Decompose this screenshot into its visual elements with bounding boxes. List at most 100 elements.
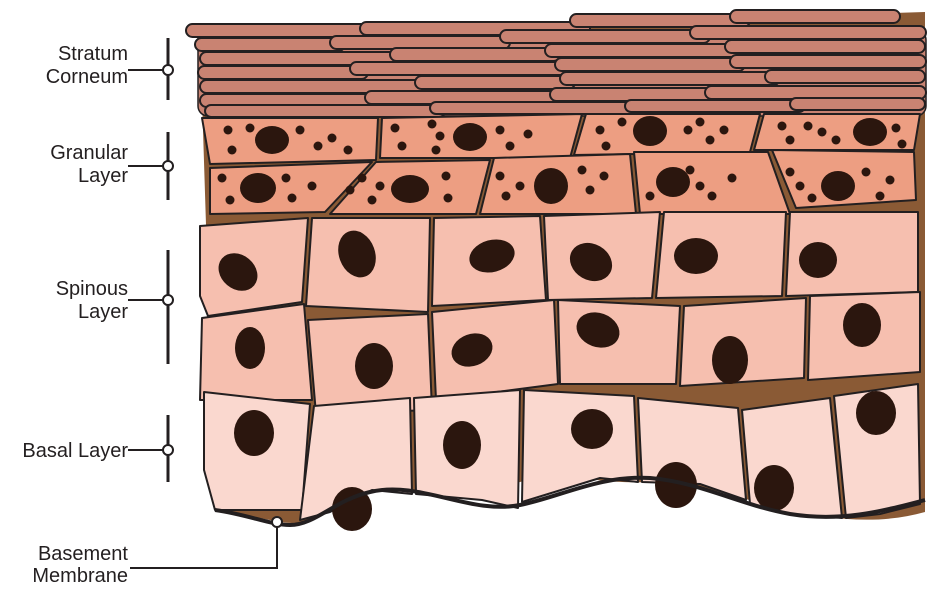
corneocyte (350, 62, 570, 75)
keratohyalin-granule (600, 172, 609, 181)
nucleus (821, 171, 855, 201)
keratohyalin-granule (618, 118, 627, 127)
corneocyte (625, 100, 805, 112)
keratohyalin-granule (596, 126, 605, 135)
keratohyalin-granule (398, 142, 407, 151)
keratohyalin-granule (358, 174, 367, 183)
keratohyalin-granule (586, 186, 595, 195)
keratohyalin-granule (646, 192, 655, 201)
label-granular-layer: Granular Layer (50, 132, 173, 200)
granular-layer (202, 114, 920, 214)
label-basement-membrane-line1: Basement (38, 543, 128, 565)
stratum-corneum-layer (186, 10, 926, 117)
keratohyalin-granule (804, 122, 813, 131)
label-basal-layer: Basal Layer (22, 415, 173, 482)
keratohyalin-granule (578, 166, 587, 175)
keratohyalin-granule (328, 134, 337, 143)
corneocyte (415, 76, 575, 89)
keratohyalin-granule (898, 140, 907, 149)
connector-circle (163, 445, 173, 455)
nucleus (391, 175, 429, 203)
keratohyalin-granule (684, 126, 693, 135)
keratohyalin-granule (818, 128, 827, 137)
label-basal-layer-text: Basal Layer (22, 440, 128, 462)
connector-circle (163, 65, 173, 75)
corneocyte (390, 48, 560, 61)
keratohyalin-granule (344, 146, 353, 155)
nucleus (674, 238, 718, 274)
nucleus (856, 391, 896, 435)
keratohyalin-granule (432, 146, 441, 155)
keratohyalin-granule (728, 174, 737, 183)
connector-circle (163, 295, 173, 305)
corneocyte (790, 98, 925, 110)
keratohyalin-granule (226, 196, 235, 205)
keratohyalin-granule (778, 122, 787, 131)
keratohyalin-granule (786, 136, 795, 145)
keratohyalin-granule (308, 182, 317, 191)
label-spinous-layer-line1: Spinous (56, 278, 128, 300)
keratohyalin-granule (808, 194, 817, 203)
spinous-cell (558, 300, 680, 384)
label-stratum-corneum: Stratum Corneum (46, 38, 173, 100)
keratohyalin-granule (524, 130, 533, 139)
keratohyalin-granule (862, 168, 871, 177)
keratohyalin-granule (876, 192, 885, 201)
keratohyalin-granule (391, 124, 400, 133)
corneocyte (545, 44, 745, 57)
label-granular-layer-line2: Layer (78, 165, 128, 187)
nucleus (240, 173, 276, 203)
basal-cell (522, 390, 638, 502)
corneocyte (198, 66, 368, 79)
connector-circle (272, 517, 282, 527)
keratohyalin-granule (506, 142, 515, 151)
corneocyte (555, 58, 745, 71)
keratohyalin-granule (296, 126, 305, 135)
corneocyte (205, 105, 445, 117)
label-basement-membrane: Basement Membrane (32, 517, 282, 587)
granular-cell (202, 118, 378, 164)
keratohyalin-granule (892, 124, 901, 133)
keratohyalin-granule (368, 196, 377, 205)
nucleus (571, 409, 613, 449)
nucleus (799, 242, 837, 278)
keratohyalin-granule (496, 126, 505, 135)
spinous-cell (432, 300, 558, 400)
nucleus (355, 343, 393, 389)
keratohyalin-granule (228, 146, 237, 155)
keratohyalin-granule (786, 168, 795, 177)
keratohyalin-granule (314, 142, 323, 151)
keratohyalin-granule (886, 176, 895, 185)
corneocyte (430, 102, 640, 114)
granular-cell (574, 114, 760, 155)
corneocyte (765, 70, 925, 83)
corneocyte (730, 10, 900, 23)
connector-circle (163, 161, 173, 171)
keratohyalin-granule (686, 166, 695, 175)
nucleus (453, 123, 487, 151)
keratohyalin-granule (696, 182, 705, 191)
nucleus (843, 303, 881, 347)
leader-line (130, 527, 277, 568)
keratohyalin-granule (346, 186, 355, 195)
nucleus (234, 410, 274, 456)
keratohyalin-granule (224, 126, 233, 135)
corneocyte (500, 30, 710, 43)
nucleus (443, 421, 481, 469)
keratohyalin-granule (796, 182, 805, 191)
keratohyalin-granule (720, 126, 729, 135)
keratohyalin-granule (502, 192, 511, 201)
label-basement-membrane-line2: Membrane (32, 565, 128, 587)
corneocyte (195, 38, 345, 51)
corneocyte (730, 55, 926, 68)
keratohyalin-granule (516, 182, 525, 191)
keratohyalin-granule (442, 172, 451, 181)
corneocyte (725, 40, 925, 53)
keratohyalin-granule (376, 182, 385, 191)
nucleus (853, 118, 887, 146)
keratohyalin-granule (496, 172, 505, 181)
label-stratum-corneum-line2: Corneum (46, 66, 128, 88)
nucleus (633, 116, 667, 146)
keratohyalin-granule (288, 194, 297, 203)
